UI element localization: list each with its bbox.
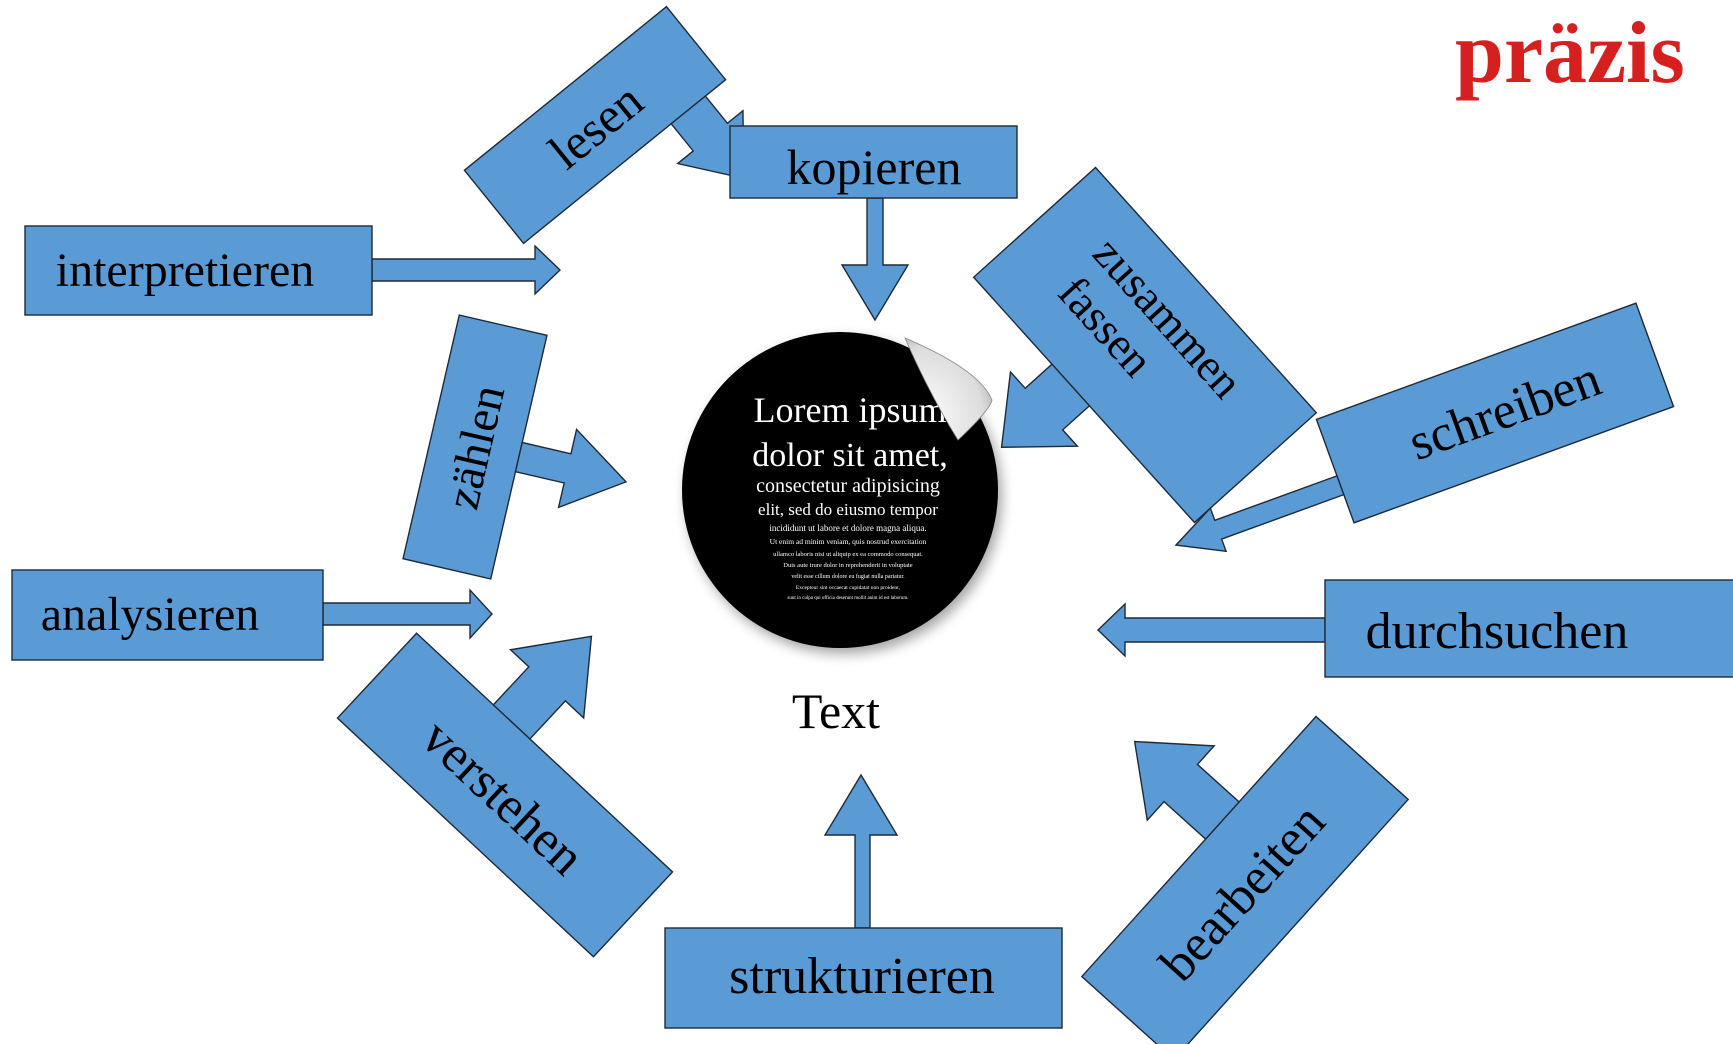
lorem-line: incididunt ut labore et dolore magna ali… <box>769 523 926 533</box>
lorem-line: consectetur adipisicing <box>756 475 940 497</box>
lorem-line: Ut enim ad minim veniam, quis nostrud ex… <box>770 537 927 546</box>
callout-zusammenfassen: zusammen fassen <box>972 166 1318 524</box>
label-strukturieren: strukturieren <box>729 948 995 1005</box>
callout-zaehlen: zählen <box>402 314 628 580</box>
callout-strukturieren: strukturieren <box>664 773 1063 1029</box>
page-curl <box>904 337 993 441</box>
lorem-line: Excepteur sint occaecat cupidatat non pr… <box>796 585 901 591</box>
lorem-line: Lorem ipsum <box>754 390 947 430</box>
label-interpretieren: interpretieren <box>56 244 315 297</box>
lorem-line: elit, sed do eiusmo tempor <box>758 500 938 519</box>
callout-interpretieren: interpretieren <box>24 225 562 316</box>
lorem-line: dolor sit amet, <box>752 437 947 474</box>
lorem-line: sunt in culpa qui officia deserunt molli… <box>787 596 908 601</box>
disc-shape <box>682 332 998 648</box>
center-text-disc: Lorem ipsum dolor sit amet, consectetur … <box>682 332 998 648</box>
label-analysieren: analysieren <box>41 588 260 641</box>
lorem-line: velit esse cillum dolore eu fugiat nulla… <box>791 573 905 580</box>
callout-analysieren: analysieren <box>11 569 493 661</box>
lorem-line: Duis aute irure dolor in reprehenderit i… <box>783 562 913 569</box>
callout-kopieren: kopieren <box>729 125 1018 322</box>
center-caption: Text <box>792 683 880 739</box>
lorem-line: ullamco laboris nisi ut aliquip ex ea co… <box>773 551 923 558</box>
heading-text: präzis <box>1455 5 1685 102</box>
lorem-text-block: Lorem ipsum dolor sit amet, consectetur … <box>752 390 947 601</box>
callout-durchsuchen: durchsuchen <box>1096 579 1733 678</box>
label-kopieren: kopieren <box>787 139 962 195</box>
label-durchsuchen: durchsuchen <box>1366 603 1629 660</box>
